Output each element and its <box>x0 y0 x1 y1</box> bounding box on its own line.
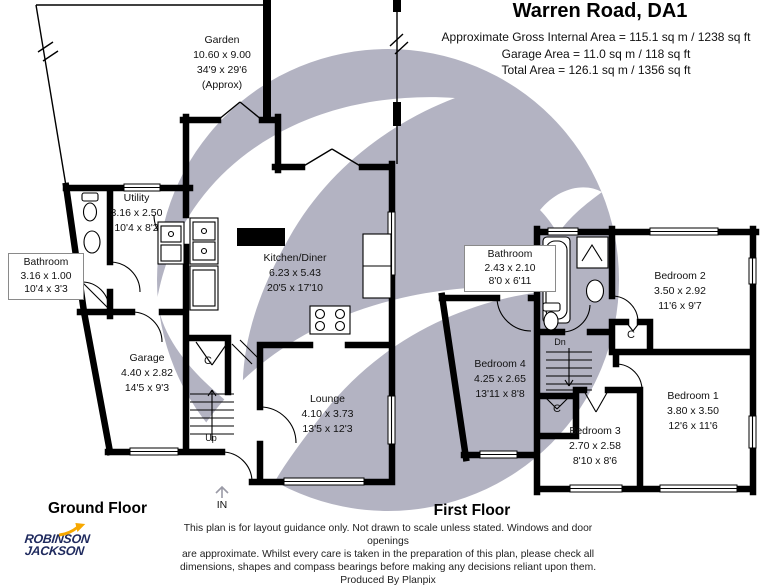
room-name: Lounge <box>309 393 346 405</box>
room-label-bathroom-gf: Bathroom 3.16 x 1.00 10'4 x 3'3 <box>8 253 84 300</box>
room-imperial: 13'5 x 12'3 <box>302 423 353 435</box>
room-metric: 10.60 x 9.00 <box>193 49 251 61</box>
first-floor-windows <box>479 227 757 493</box>
room-imperial: 14'5 x 9'3 <box>124 382 170 394</box>
room-name: Bathroom <box>487 249 533 260</box>
room-imperial: 10'4 x 3'3 <box>24 284 68 295</box>
room-imperial: 8'10 x 8'6 <box>572 455 618 467</box>
agency-logo: ROBINSON JACKSON <box>23 523 90 558</box>
plan-title: Warren Road, DA1 <box>512 0 688 22</box>
room-label-bathroom-ff: Bathroom 2.43 x 2.10 8'0 x 6'11 <box>464 245 556 292</box>
stairs-up-label: Up <box>205 433 217 443</box>
room-label-bedroom-4: Bedroom 4 4.25 x 2.65 13'11 x 8'8 <box>452 357 548 402</box>
room-name: Bathroom <box>23 257 69 268</box>
logo-line-2: JACKSON <box>24 543 85 558</box>
room-label-garage: Garage 4.40 x 2.82 14'5 x 9'3 <box>102 351 192 396</box>
room-metric: 6.23 x 5.43 <box>269 267 321 279</box>
first-floor-walls <box>438 225 760 496</box>
ground-floor-stairs <box>190 389 234 441</box>
room-metric: 3.80 x 3.50 <box>667 405 719 417</box>
ground-floor-fixtures <box>81 192 392 335</box>
room-imperial: 34'9 x 29'6 <box>196 64 248 76</box>
first-floor-doors <box>496 295 643 413</box>
room-label-bedroom-3: Bedroom 3 2.70 x 2.58 8'10 x 8'6 <box>547 424 643 469</box>
room-metric: 3.50 x 2.92 <box>654 285 706 297</box>
room-metric: 3.16 x 2.50 <box>110 207 163 219</box>
room-metric: 4.25 x 2.65 <box>474 373 526 385</box>
cupboard-label-ff-1: C <box>627 329 635 341</box>
first-floor-stairs <box>546 348 592 391</box>
room-name: Kitchen/Diner <box>263 252 327 264</box>
room-name: Bedroom 3 <box>569 425 621 437</box>
room-name: Bedroom 4 <box>474 358 526 370</box>
room-imperial: 8'0 x 6'11 <box>488 276 532 287</box>
cupboard-label-ff-2: C <box>553 403 561 415</box>
gross-internal-area: Approximate Gross Internal Area = 115.1 … <box>441 30 751 44</box>
room-name: Bedroom 2 <box>654 270 706 282</box>
room-metric: 2.70 x 2.58 <box>569 440 621 452</box>
room-metric: 2.43 x 2.10 <box>484 262 536 274</box>
logo-arrow-icon <box>59 523 86 537</box>
room-label-lounge: Lounge 4.10 x 3.73 13'5 x 12'3 <box>280 392 375 437</box>
cupboard-label-gf: C <box>204 355 212 367</box>
room-note: (Approx) <box>201 79 243 91</box>
room-metric: 4.10 x 3.73 <box>301 408 354 420</box>
room-metric: 4.40 x 2.82 <box>121 367 173 379</box>
room-name: Utility <box>123 192 150 204</box>
garage-area: Garage Area = 11.0 sq m / 118 sq ft <box>501 46 691 61</box>
stairs-down-label: Dn <box>554 337 566 347</box>
floor-label-first: First Floor <box>433 502 511 519</box>
area-summary: Approximate Gross Internal Area = 115.1 … <box>420 29 768 79</box>
room-name: Garage <box>129 352 165 364</box>
disclaimer-line: are approximate. Whilst every care is ta… <box>181 549 595 560</box>
room-imperial: 13'11 x 8'8 <box>475 388 525 400</box>
floor-label-ground: Ground Floor <box>47 500 147 517</box>
room-imperial: 11'6 x 9'7 <box>658 300 702 312</box>
room-label-kitchen-diner: Kitchen/Diner 6.23 x 5.43 20'5 x 17'10 <box>245 251 345 296</box>
entrance-label: IN <box>216 499 228 511</box>
room-imperial: 12'6 x 11'6 <box>668 420 718 432</box>
disclaimer-line: dimensions, shapes and compass bearings … <box>179 562 597 573</box>
total-area: Total Area = 126.1 sq m / 1356 sq ft <box>501 63 691 77</box>
ground-floor-walls <box>62 101 396 486</box>
entrance-arrow-icon <box>215 485 229 498</box>
room-label-bedroom-1: Bedroom 1 3.80 x 3.50 12'6 x 11'6 <box>645 389 741 434</box>
room-name: Garden <box>204 34 240 46</box>
room-metric: 3.16 x 1.00 <box>20 270 72 282</box>
room-imperial: 10'4 x 8'2 <box>114 222 159 234</box>
disclaimer-line: This plan is for layout guidance only. N… <box>183 523 593 547</box>
room-imperial: 20'5 x 17'10 <box>267 282 323 294</box>
disclaimer: This plan is for layout guidance only. N… <box>168 522 608 587</box>
garden-boundary <box>35 0 409 187</box>
room-label-bedroom-2: Bedroom 2 3.50 x 2.92 11'6 x 9'7 <box>632 269 728 314</box>
room-label-utility: Utility 3.16 x 2.50 10'4 x 8'2 <box>94 191 179 236</box>
room-name: Bedroom 1 <box>667 390 719 402</box>
room-label-garden: Garden 10.60 x 9.00 34'9 x 29'6 (Approx) <box>162 33 282 93</box>
